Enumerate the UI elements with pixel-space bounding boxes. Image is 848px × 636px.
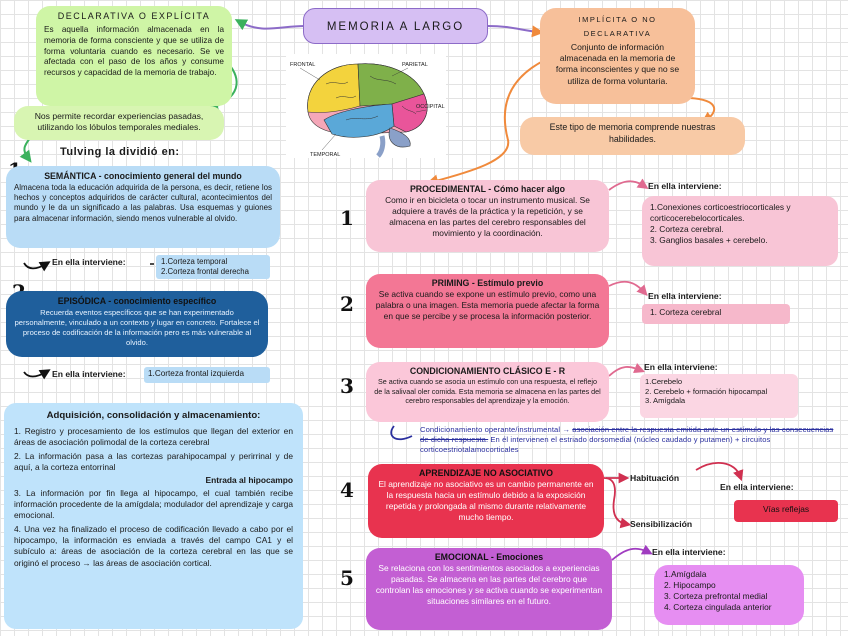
procedimental-text: Como ir en bicicleta o tocar un instrume… [385, 195, 590, 239]
arrow-procedimental-interviene [608, 178, 649, 191]
emocional-box: EMOCIONAL - Emociones Se relaciona con l… [366, 548, 612, 630]
declarativa-box: DECLARATIVA O EXPLÍCITA Es aquella infor… [36, 6, 232, 106]
arrow-habituacion-interviene [695, 462, 744, 482]
condicionamiento-number: 3 [340, 374, 354, 398]
habituacion-label: Habituación [630, 473, 680, 483]
brain-label-temporal: TEMPORAL [310, 152, 340, 158]
arrow-priming-interviene [608, 280, 648, 297]
temporal-lobe [323, 103, 395, 138]
arrow-condicionamiento-interviene [608, 362, 646, 377]
condicionamiento-operante: Condicionamiento operante/instrumental →… [420, 425, 840, 455]
condicionamiento-text: Se activa cuando se asocia un estímulo c… [374, 377, 601, 406]
implicita-heading-line1: IMPLÍCITA O NO [578, 15, 657, 24]
emocional-interviene-label: En ella interviene: [652, 547, 726, 557]
emocional-number: 5 [340, 566, 354, 590]
no-asociativo-text: El aprendizaje no asociativo es un cambi… [378, 479, 594, 523]
arrow-no-asociativo-sensibilizacion [603, 477, 632, 529]
emocional-interviene-box: 1.Amígdala 2. Hipocampo 3. Corteza prefr… [654, 565, 804, 625]
arrow-episodica-interviene [23, 369, 51, 380]
procedimental-box: PROCEDIMENTAL - Cómo hacer algo Como ir … [366, 180, 609, 252]
semantica-interviene-label: En ella interviene: [52, 257, 126, 267]
emocional-heading: EMOCIONAL - Emociones [434, 552, 544, 562]
emocional-item-2: 2. Hipocampo [664, 579, 716, 590]
priming-interviene-item: 1. Corteza cerebral [642, 304, 790, 324]
priming-heading: PRIMING - Estímulo previo [431, 278, 544, 288]
page-title: MEMORIA A LARGO PLAZO [303, 8, 488, 69]
adquisicion-step-2: 2. La información pasa a las cortezas pa… [14, 450, 293, 472]
procedimental-interviene-label: En ella interviene: [648, 181, 722, 191]
emocional-item-3: 3. Corteza prefrontal medial [664, 590, 768, 601]
episodica-box: EPISÓDICA - conocimiento específico Recu… [6, 291, 268, 357]
procedimental-number: 1 [340, 206, 354, 230]
tulving-heading: Tulving la dividió en: [60, 146, 180, 158]
condicionamiento-item-3: 3. Amígdala [645, 396, 686, 406]
adquisicion-entrada: Entrada al hipocampo [205, 475, 294, 486]
arrow-condicionamiento-operante [390, 425, 413, 441]
semantica-interviene-box: 1.Corteza temporal 2.Corteza frontal der… [156, 255, 270, 279]
semantica-item-2: 2.Corteza frontal derecha [161, 266, 249, 276]
no-asociativo-interviene-item: Vías reflejas [734, 500, 838, 522]
adquisicion-step-1: 1. Registro y procesamiento de los estím… [14, 425, 293, 448]
semantica-box: SEMÁNTICA - conocimiento general del mun… [6, 166, 280, 248]
implicita-note: Este tipo de memoria comprende nuestras … [520, 117, 745, 155]
adquisicion-step-4: 4. Una vez ha finalizado el proceso de c… [14, 523, 293, 568]
episodica-interviene-item: 1.Corteza frontal izquierda [144, 367, 270, 383]
procedimental-item-1: 1.Conexiones corticoestriocorticales y c… [650, 202, 791, 224]
implicita-heading-line2: DECLARATIVA [583, 29, 652, 39]
procedimental-heading: PROCEDIMENTAL - Cómo hacer algo [409, 184, 566, 194]
condicionamiento-heading: CONDICIONAMIENTO CLÁSICO E - R [409, 366, 566, 376]
priming-box: PRIMING - Estímulo previo Se activa cuan… [366, 274, 609, 348]
emocional-text: Se relaciona con los sentimientos asocia… [375, 563, 603, 607]
arrow-semantica-interviene [23, 261, 51, 272]
procedimental-interviene-box: 1.Conexiones corticoestriocorticales y c… [642, 196, 838, 266]
priming-text: Se activa cuando se expone un estímulo p… [375, 289, 600, 322]
condicionamiento-interviene-box: 1.Cerebelo 2. Cerebelo + formación hipoc… [640, 374, 798, 418]
brain-illustration: FRONTAL PARIETAL OCCIPITAL TEMPORAL [286, 54, 446, 158]
semantica-heading: SEMÁNTICA - conocimiento general del mun… [44, 171, 242, 181]
adquisicion-step-3: 3. La información por fin llega al hipoc… [14, 487, 293, 521]
arrow-title-declarativa [234, 19, 306, 31]
no-asociativo-number: 4 [340, 478, 354, 502]
semantica-text: Almacena toda la educación adquirida de … [14, 182, 272, 223]
procedimental-item-3: 3. Ganglios basales + cerebelo. [650, 235, 768, 246]
arrow-emocional-interviene [611, 544, 653, 561]
procedimental-item-2: 2. Corteza cerebral. [650, 224, 724, 235]
brain-label-occipital: OCCIPITAL [416, 104, 445, 110]
declarativa-note: Nos permite recordar experiencias pasada… [14, 106, 224, 140]
priming-number: 2 [340, 292, 354, 316]
declarativa-heading: DECLARATIVA O EXPLÍCITA [57, 11, 211, 21]
implicita-box: IMPLÍCITA O NO DECLARATIVA Conjunto de i… [540, 8, 695, 104]
arrow-note-tulving [19, 137, 32, 163]
condicionamiento-box: CONDICIONAMIENTO CLÁSICO E - R Se activa… [366, 362, 609, 422]
arrow-implicita-procedimental [426, 59, 546, 187]
adquisicion-heading: Adquisición, consolidación y almacenamie… [46, 410, 261, 421]
episodica-text: Recuerda eventos específicos que se han … [14, 307, 260, 347]
condicionamiento-operante-a: Condicionamiento operante/instrumental → [420, 425, 573, 434]
declarativa-text: Es aquella información almacenada en la … [44, 24, 224, 78]
brain-label-parietal: PARIETAL [402, 62, 428, 68]
occipital-lobe [391, 93, 428, 133]
condicionamiento-item-1: 1.Cerebelo [645, 377, 683, 386]
emocional-item-4: 4. Corteza cingulada anterior [664, 601, 772, 612]
semantica-item-1: 1.Corteza temporal [161, 257, 228, 266]
priming-interviene-label: En ella interviene: [648, 291, 722, 301]
condicionamiento-interviene-label: En ella interviene: [644, 362, 718, 372]
condicionamiento-item-2: 2. Cerebelo + formación hipocampal [645, 386, 768, 396]
no-asociativo-heading: APRENDIZAJE NO ASOCIATIVO [419, 468, 553, 478]
episodica-heading: EPISÓDICA - conocimiento específico [57, 296, 217, 306]
condicionamiento-operante-b: asociación entre la respuesta emitida an… [420, 425, 834, 445]
sensibilizacion-label: Sensibilización [630, 519, 693, 529]
no-asociativo-box: APRENDIZAJE NO ASOCIATIVO El aprendizaje… [368, 464, 604, 538]
cerebellum [388, 127, 411, 148]
adquisicion-box: Adquisición, consolidación y almacenamie… [4, 403, 303, 629]
emocional-item-1: 1.Amígdala [664, 569, 707, 579]
arrow-title-implicita [487, 25, 544, 38]
no-asociativo-interviene-label: En ella interviene: [720, 482, 794, 492]
implicita-text: Conjunto de información almacenada en la… [555, 41, 680, 86]
episodica-interviene-label: En ella interviene: [52, 369, 126, 379]
brain-label-frontal: FRONTAL [290, 62, 315, 68]
condicionamiento-operante-c: En él intervienen el estriado dorsomedia… [420, 435, 771, 455]
